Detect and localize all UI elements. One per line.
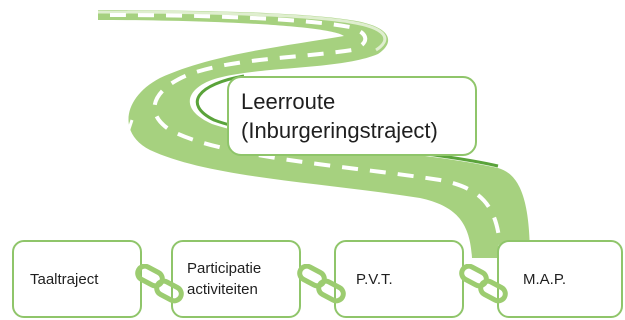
step-box-map: M.A.P.: [497, 240, 623, 318]
step-box-taaltraject: Taaltraject: [12, 240, 142, 318]
callout-title-line2: (Inburgeringstraject): [241, 118, 438, 143]
road-edge-top: [97, 10, 387, 52]
road-surface: [98, 10, 530, 258]
learning-route-callout: Leerroute (Inburgeringstraject): [227, 76, 477, 156]
step-label: M.A.P.: [523, 270, 567, 288]
road-side-mark: [126, 119, 134, 133]
chain-link-icon: [135, 264, 184, 304]
step-label-line2: activiteiten: [187, 281, 258, 298]
chain-link-icon: [459, 264, 508, 304]
step-label: Taaltraject: [30, 270, 99, 288]
step-box-participatie: Participatie activiteiten: [171, 240, 301, 318]
callout-title-line1: Leerroute: [241, 89, 336, 114]
step-box-pvt: P.V.T.: [334, 240, 464, 318]
road-center-line: [109, 13, 502, 246]
chain-link-icon: [297, 264, 346, 304]
step-label: Participatie: [187, 260, 262, 277]
step-label: P.V.T.: [356, 270, 393, 288]
